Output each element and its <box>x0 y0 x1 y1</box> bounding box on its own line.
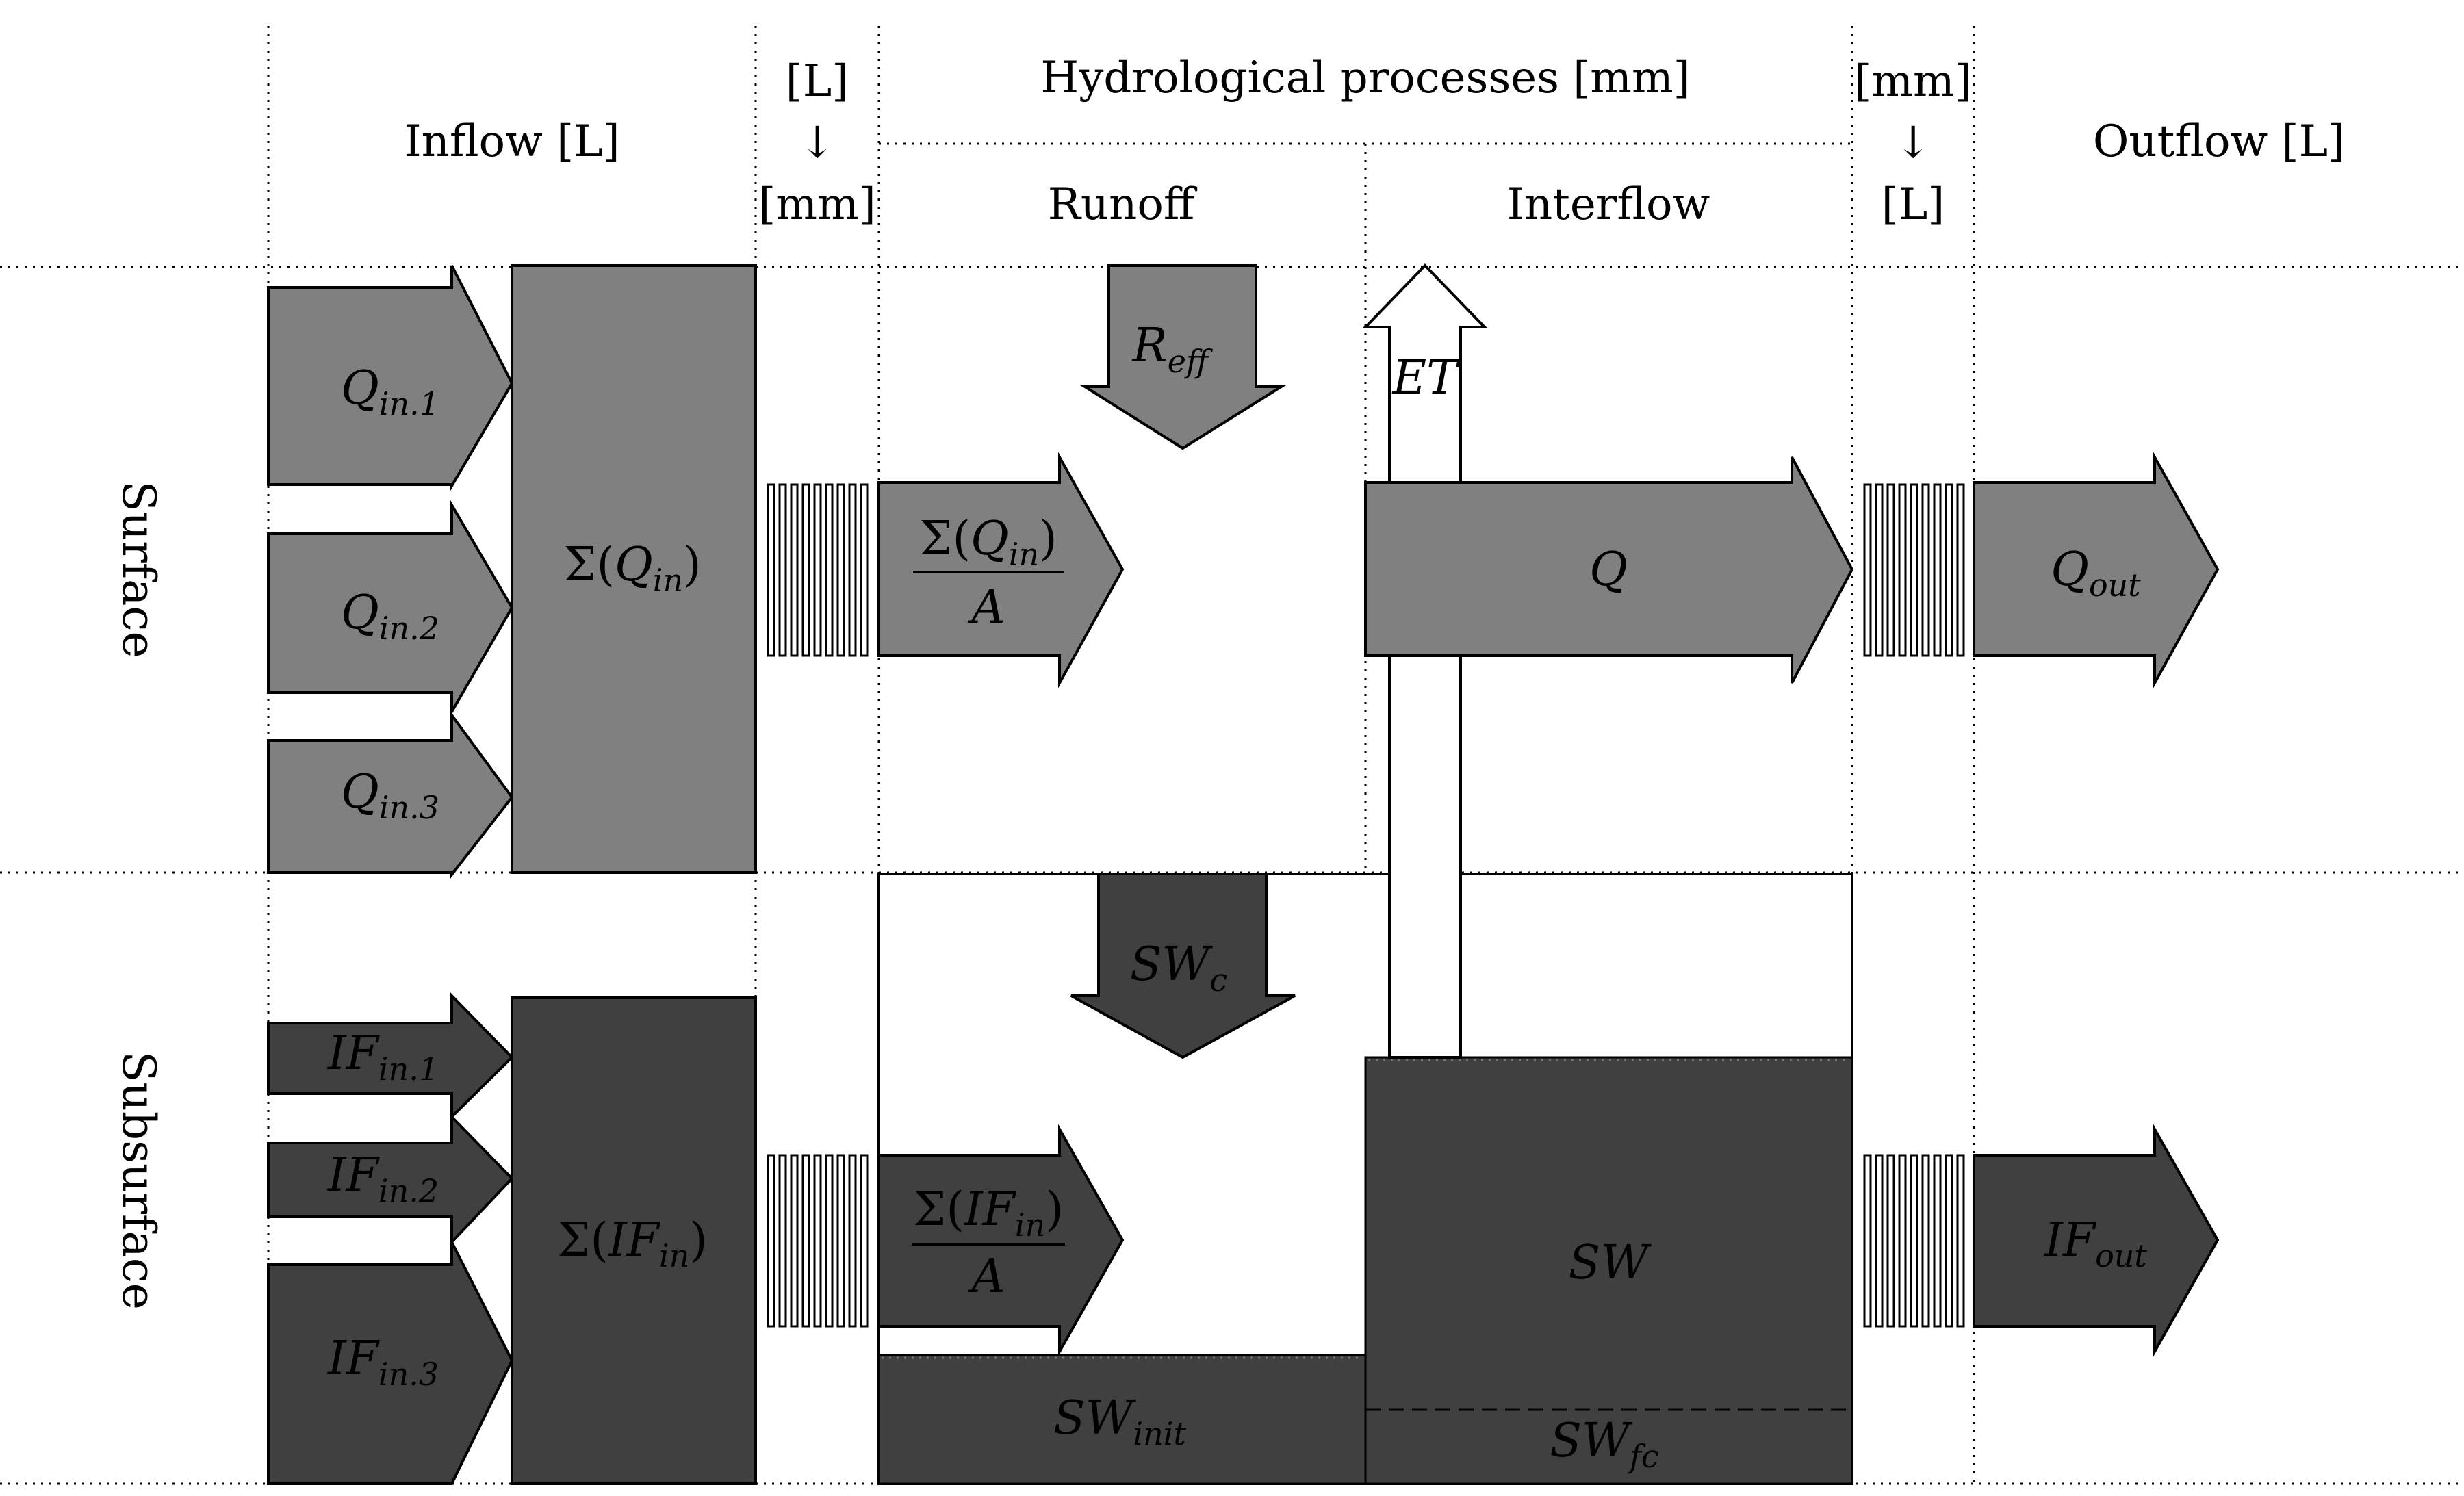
label-q-out: Qout <box>2051 543 2141 604</box>
label-if-in1: IFin.1 <box>326 1027 439 1087</box>
row-label-surface: Surface <box>112 480 165 658</box>
header-outflow: Outflow [L] <box>2093 116 2345 167</box>
label-sum-q-in: Σ(Qin) <box>563 538 701 599</box>
label-q-in2: Qin.2 <box>341 586 439 647</box>
q-in3-arrow <box>267 710 514 879</box>
header-hydrological-processes: Hydrological processes [mm] <box>1040 53 1690 103</box>
label-q: Q <box>1589 543 1628 597</box>
converter-subsurface-right <box>1863 1154 1965 1328</box>
header-conv-right-top: [mm] <box>1854 56 1971 107</box>
sw-init-storage <box>877 1354 1367 1485</box>
label-q-in1: Qin.1 <box>341 361 439 422</box>
label-sw-init: SWinit <box>1053 1391 1187 1452</box>
q-out-arrow <box>1973 452 2220 688</box>
et-arrow <box>1362 263 1488 1059</box>
label-sw-fc: SWfc <box>1550 1414 1658 1475</box>
header-conv-left-top: [L] <box>786 56 849 107</box>
converter-surface-left <box>767 483 869 657</box>
label-sum-if-in-denominator: A <box>967 1250 1005 1304</box>
label-if-in3: IFin.3 <box>326 1332 439 1393</box>
q-in1-arrow <box>267 265 514 491</box>
label-if-out: IFout <box>2043 1213 2147 1274</box>
q-arrow <box>1364 456 1854 684</box>
label-r-eff: Reff <box>1131 319 1213 380</box>
header-conv-left-bottom: [mm] <box>758 179 875 230</box>
label-sum-if-in-numerator: Σ(IFin) <box>913 1183 1064 1243</box>
label-if-in2: IFin.2 <box>326 1148 439 1209</box>
converter-surface-right <box>1863 483 1965 657</box>
label-sum-q-in-denominator: A <box>967 580 1005 634</box>
sw-c-arrow <box>1070 873 1296 1059</box>
header-conv-right-arrow: ↓ <box>1895 118 1932 168</box>
if-out-arrow <box>1973 1124 2220 1357</box>
if-in1-arrow <box>267 992 514 1120</box>
sum-if-in-over-a-arrow <box>877 1124 1125 1357</box>
row-label-subsurface: Subsurface <box>112 1051 165 1310</box>
sum-if-in-box <box>511 996 757 1485</box>
label-sum-q-in-numerator: Σ(Qin) <box>919 512 1057 573</box>
sum-q-in-box <box>511 264 757 874</box>
label-q-in3: Qin.3 <box>341 765 439 826</box>
converter-subsurface-left <box>767 1154 869 1328</box>
if-in2-arrow <box>267 1113 514 1246</box>
header-conv-left-arrow: ↓ <box>799 118 836 168</box>
label-sum-if-in: Σ(IFin) <box>557 1213 708 1274</box>
sum-q-in-over-a-arrow <box>877 452 1125 688</box>
q-in2-arrow <box>267 500 514 717</box>
sw-storage <box>1364 1056 1853 1485</box>
label-sw: SW <box>1569 1236 1652 1290</box>
label-sw-c: SWc <box>1130 938 1227 998</box>
r-eff-arrow <box>1080 264 1286 450</box>
header-runoff: Runoff <box>1048 179 1198 230</box>
header-conv-right-bottom: [L] <box>1882 179 1945 230</box>
label-et: ET <box>1391 351 1461 405</box>
header-inflow: Inflow [L] <box>404 116 619 167</box>
header-interflow: Interflow <box>1507 179 1710 230</box>
